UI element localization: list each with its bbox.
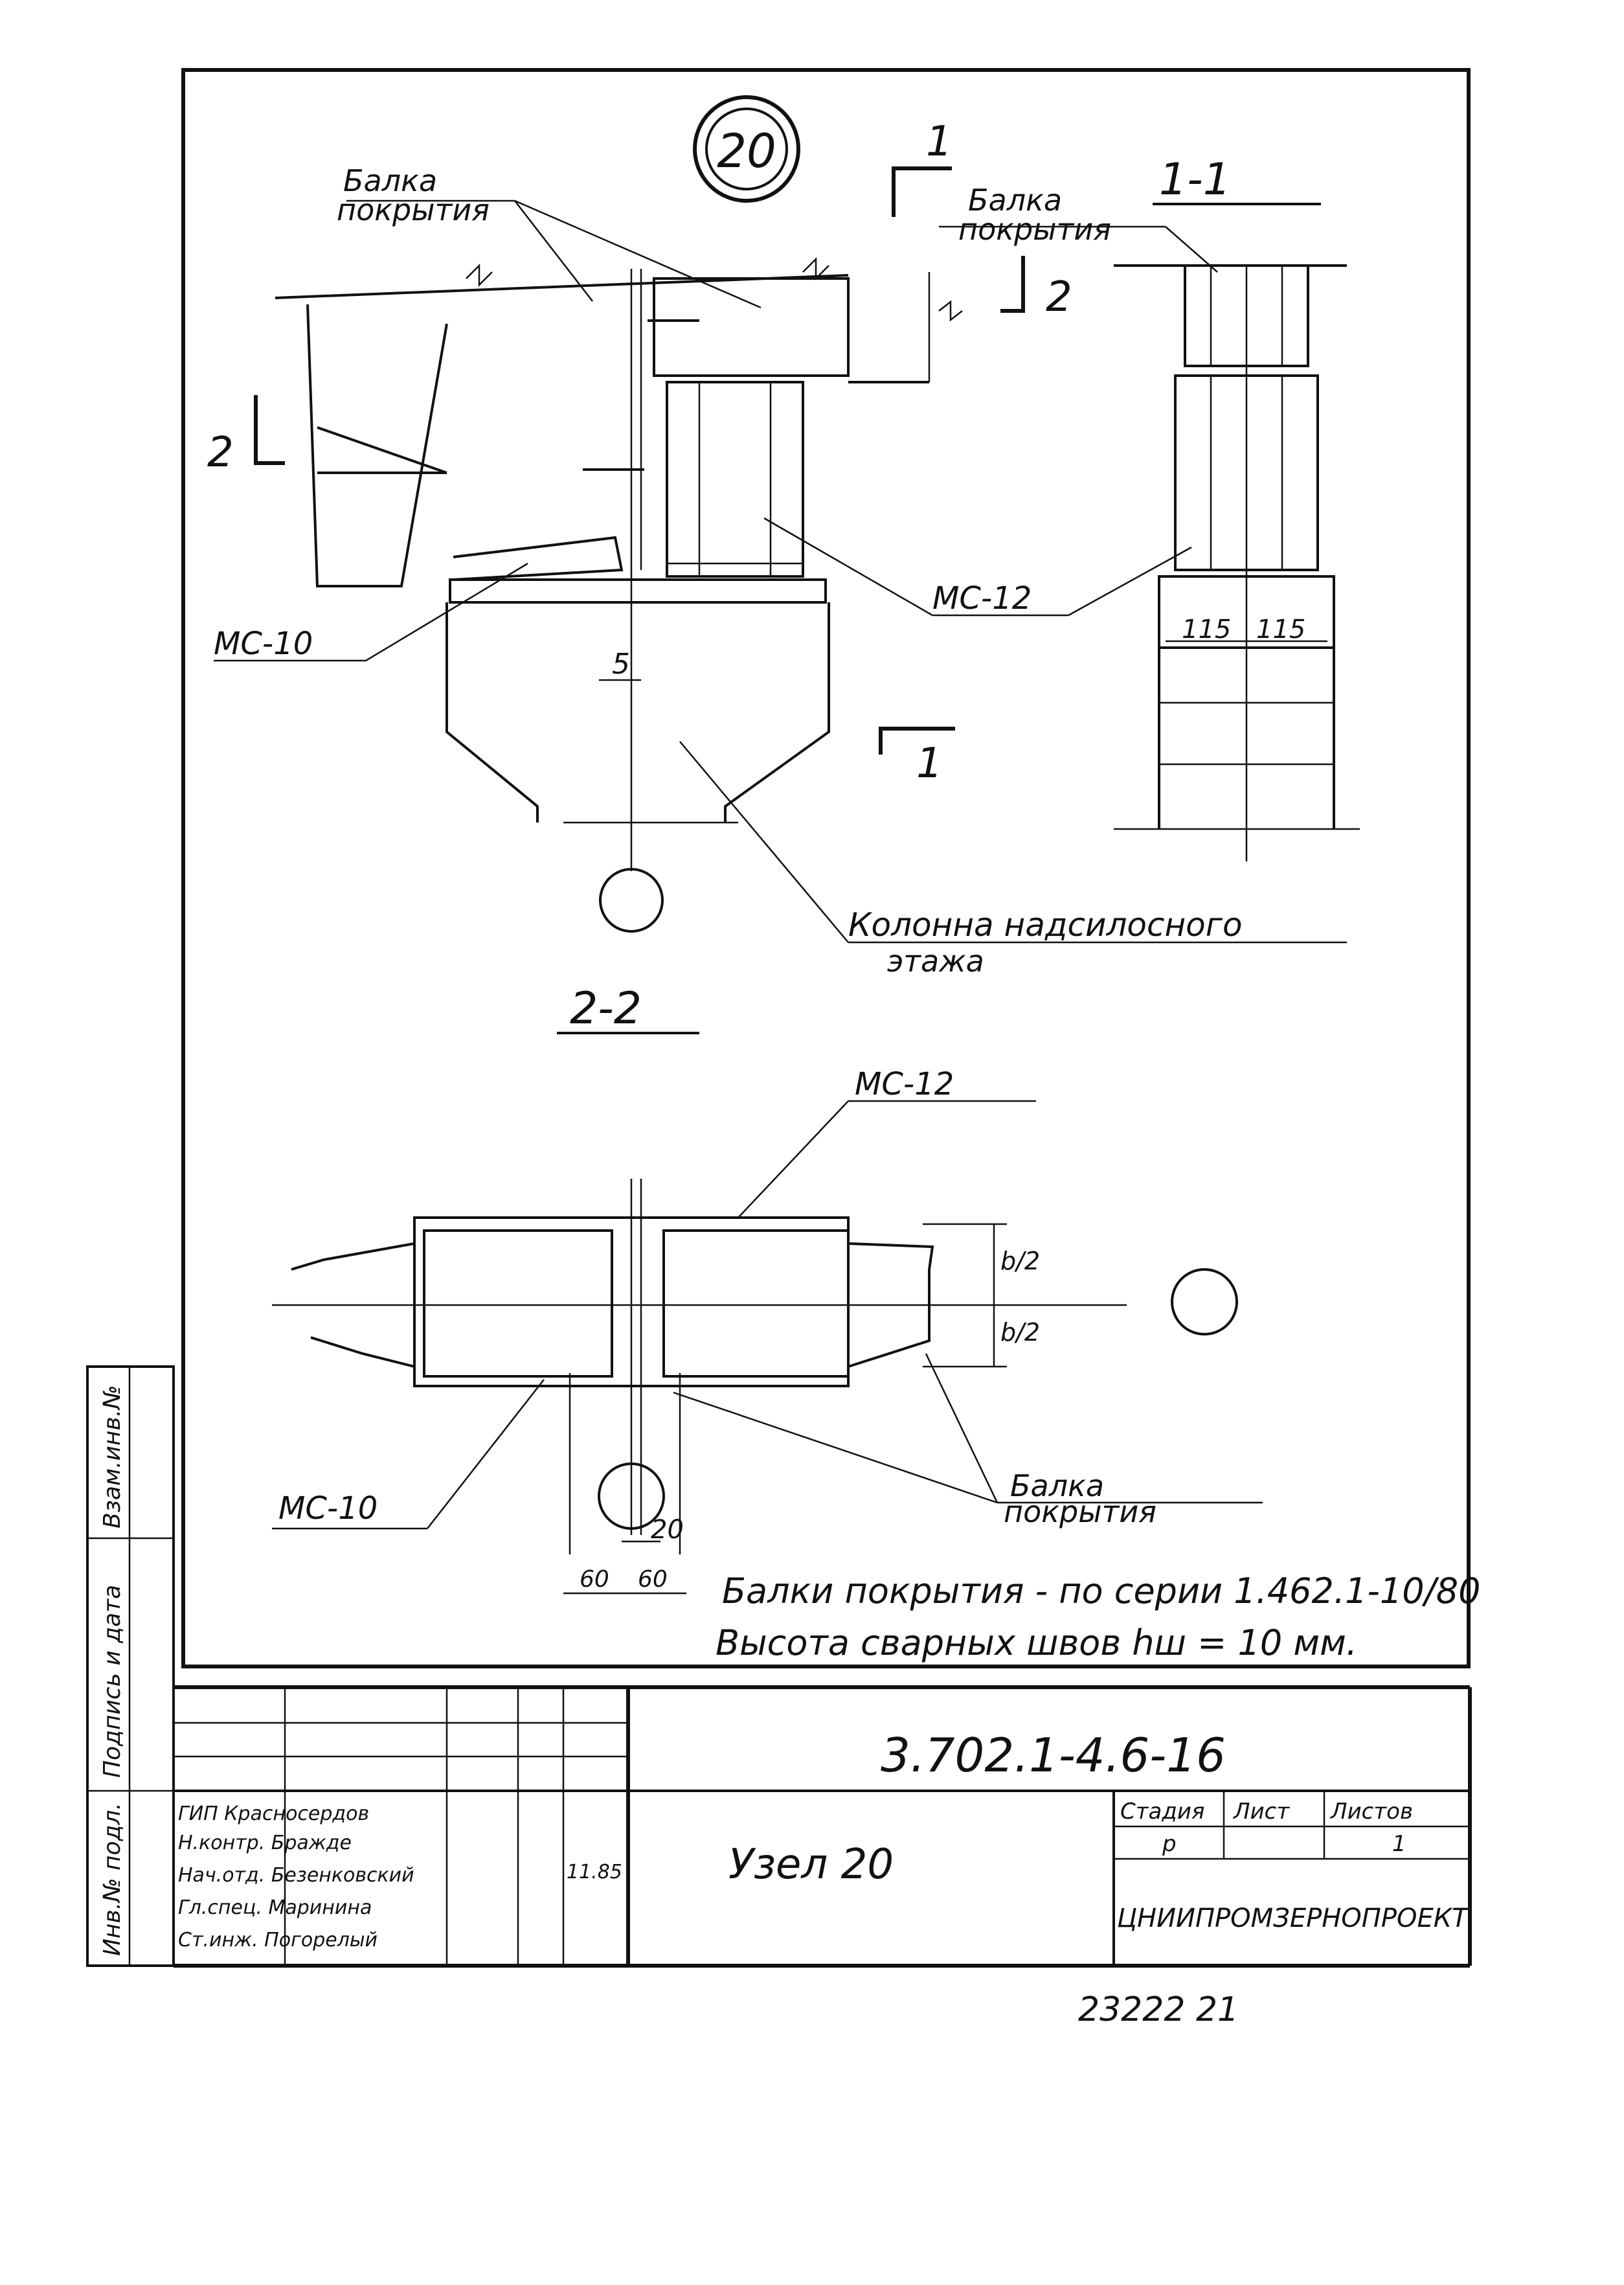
label-ms12-22: МС-12: [855, 1066, 954, 1102]
node-marker: 20: [693, 95, 800, 203]
signature-row-4: Гл.спец. Маринина: [178, 1896, 372, 1919]
label-ms10-22: МС-10: [278, 1490, 378, 1527]
section-1-1-title: 1-1: [1159, 154, 1231, 205]
sheet-header: Лист: [1232, 1799, 1290, 1825]
signature-row-1: ГИП Красносердов: [178, 1802, 369, 1825]
cut-mark-2-left: 2: [207, 395, 285, 477]
cut-mark-1-bottom: 1: [879, 727, 955, 788]
drawing-name: Узел 20: [728, 1841, 894, 1889]
label-ms12: МС-12: [932, 580, 1032, 617]
drawing-code: 3.702.1-4.6-16: [881, 1728, 1226, 1782]
signature-row-5: Ст.инж. Погорелый: [178, 1929, 378, 1951]
dim-20: 20: [651, 1515, 684, 1545]
note-beams-series: Балки покрытия - по серии 1.462.1-10/80: [722, 1571, 1481, 1611]
signature-row-2: Н.контр. Бражде: [178, 1832, 352, 1854]
label-beam-22-2: покрытия: [1004, 1494, 1156, 1529]
elevation-view: 5: [275, 256, 963, 933]
label-beam-11-2: покрытия: [958, 212, 1111, 247]
stamp-sign-date: Подпись и дата: [99, 1585, 126, 1778]
title-block: 3.702.1-4.6-16 Узел 20 Стадия Лист Листо…: [174, 1685, 1472, 1968]
label-beam-2: покрытия: [337, 192, 490, 227]
cut-mark-1-top: 1: [892, 118, 953, 217]
dim-b2-top: b/2: [1000, 1247, 1040, 1275]
label-beam-1: Балка: [343, 163, 437, 198]
organization: ЦНИИПРОМЗЕРНОПРОЕКТ: [1117, 1904, 1470, 1933]
archive-number: 23222 21: [1078, 1990, 1239, 2029]
dim-115-left: 115: [1182, 615, 1231, 644]
stamp-replaced-inv: Взам.инв.№: [99, 1385, 126, 1529]
section-2-2-title: 2-2: [570, 983, 642, 1034]
dim-5: 5: [612, 648, 630, 681]
dim-60-left: 60: [580, 1566, 609, 1593]
section-2-2: 2-2 b/2 b/2 МС-12 МС-10 Балка покрытия 2…: [272, 983, 1263, 1595]
sheets-header: Листов: [1329, 1799, 1413, 1825]
side-stamp: Инв.№ подл. Подпись и дата Взам.инв.№: [86, 1365, 175, 1967]
svg-text:2: 2: [1046, 273, 1072, 321]
dim-60-right: 60: [638, 1566, 668, 1593]
svg-text:2: 2: [207, 429, 234, 477]
label-beam-22-1: Балка: [1010, 1468, 1104, 1503]
dim-b2-bottom: b/2: [1000, 1318, 1040, 1347]
note-weld-height: Высота сварных швов hш = 10 мм.: [716, 1622, 1357, 1663]
stage-value: р: [1162, 1831, 1177, 1857]
sign-date: 11.85: [567, 1861, 622, 1883]
label-ms10: МС-10: [214, 626, 313, 662]
stamp-inv-no: Инв.№ подл.: [99, 1802, 126, 1956]
sheet-frame: [181, 68, 1471, 1668]
signature-row-3: Нач.отд. Безенковский: [178, 1864, 414, 1887]
label-column-1: Колонна надсилосного: [848, 906, 1243, 944]
sheets-value: 1: [1392, 1831, 1406, 1857]
stage-header: Стадия: [1120, 1799, 1204, 1825]
svg-text:1: 1: [916, 740, 943, 788]
label-column-2: этажа: [887, 944, 984, 979]
cut-mark-2-right: 2: [1000, 256, 1072, 321]
dim-115-right: 115: [1256, 615, 1305, 644]
svg-text:1: 1: [926, 118, 953, 166]
section-1-1: 1-1 115 115 Балка покрытия: [939, 154, 1360, 861]
label-beam-11-1: Балка: [968, 183, 1062, 218]
node-number: 20: [717, 124, 776, 178]
